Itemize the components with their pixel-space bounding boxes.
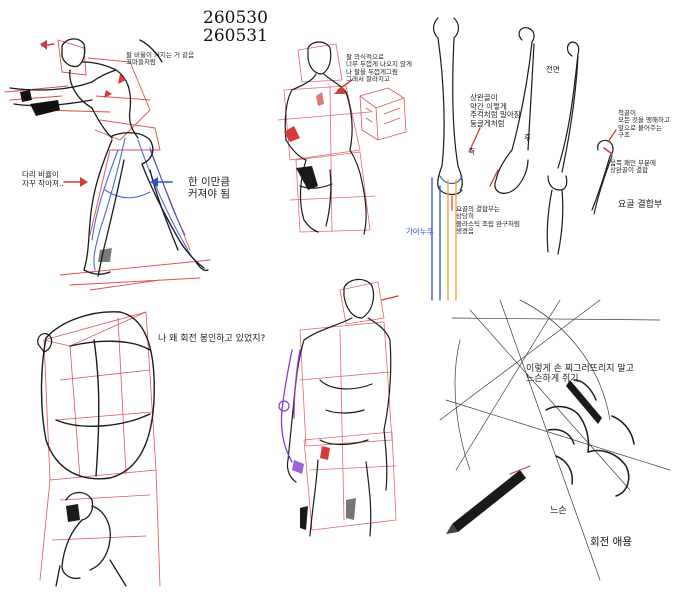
arrow-figure4 xyxy=(381,295,399,301)
note-rotation-sign: 회전 애용 xyxy=(590,536,632,548)
standing-figure-sketch xyxy=(278,278,397,537)
long-bone-study xyxy=(431,17,463,301)
note-hand: 이렇게 손 찌그러뜨리지 말고 느슨하게 쥐기 xyxy=(526,364,634,385)
radius-joint-study xyxy=(591,139,614,215)
note-leg-ratio: 다리 비율이 자꾸 작아져.. xyxy=(22,170,64,188)
label-front: 전면 xyxy=(546,65,560,74)
note-ulna-groove: 움푹 패인 부분에 상완골이 결합 xyxy=(610,159,656,175)
date-2: 260531 xyxy=(203,26,268,46)
label-back: 후 xyxy=(524,133,531,142)
note-bigger: 한 이만큼 커져야 됨 xyxy=(188,176,230,201)
arrow-leg-left xyxy=(63,177,88,187)
back-figure-sketch xyxy=(277,41,376,235)
arrow-back-note xyxy=(334,79,353,94)
arrow-leg-right xyxy=(150,177,173,187)
note-why-rotation: 나 왜 회전 봉인하고 있었지? xyxy=(158,334,266,344)
arrow-shoulder xyxy=(40,40,55,50)
ulna-study xyxy=(546,41,580,255)
arrow-bones xyxy=(469,127,617,187)
note-loose: 느슨 xyxy=(550,506,567,516)
note-back: 팔 의식적으로 너무 두껍게 나오지 않게 나 팔을 두껍게그림 그래서 잘라지… xyxy=(346,53,412,84)
leaning-figure-sketch xyxy=(4,38,211,291)
note-shoulder-arm: 팔 비율이 커지는 거 같음 꼬마들처럼 xyxy=(126,51,195,67)
note-squiggle-sign: 가아누우 xyxy=(406,227,434,236)
note-radius-joint: 요골 결합부 xyxy=(618,200,663,210)
note-elbow-joint: 요골의 결합부는 상당히 플라스틱 조립 완구처럼 생겼음 xyxy=(456,205,520,236)
note-ulna: 척골이 모든 것을 맹해하고 앞으로 붙어주는 구조 xyxy=(618,109,670,140)
date-1: 260530 xyxy=(203,8,268,28)
note-bones-curve: 상완골이 약간 이렇게 주걱처럼 말아짐 둥글게처럼 xyxy=(470,93,521,128)
hand-pencil-sketch xyxy=(439,299,671,581)
rotation-box-sketch xyxy=(37,311,161,587)
box-study-sketch xyxy=(359,87,407,141)
humerus-diagonal-study xyxy=(494,27,535,194)
label-side: 측 xyxy=(468,147,475,156)
